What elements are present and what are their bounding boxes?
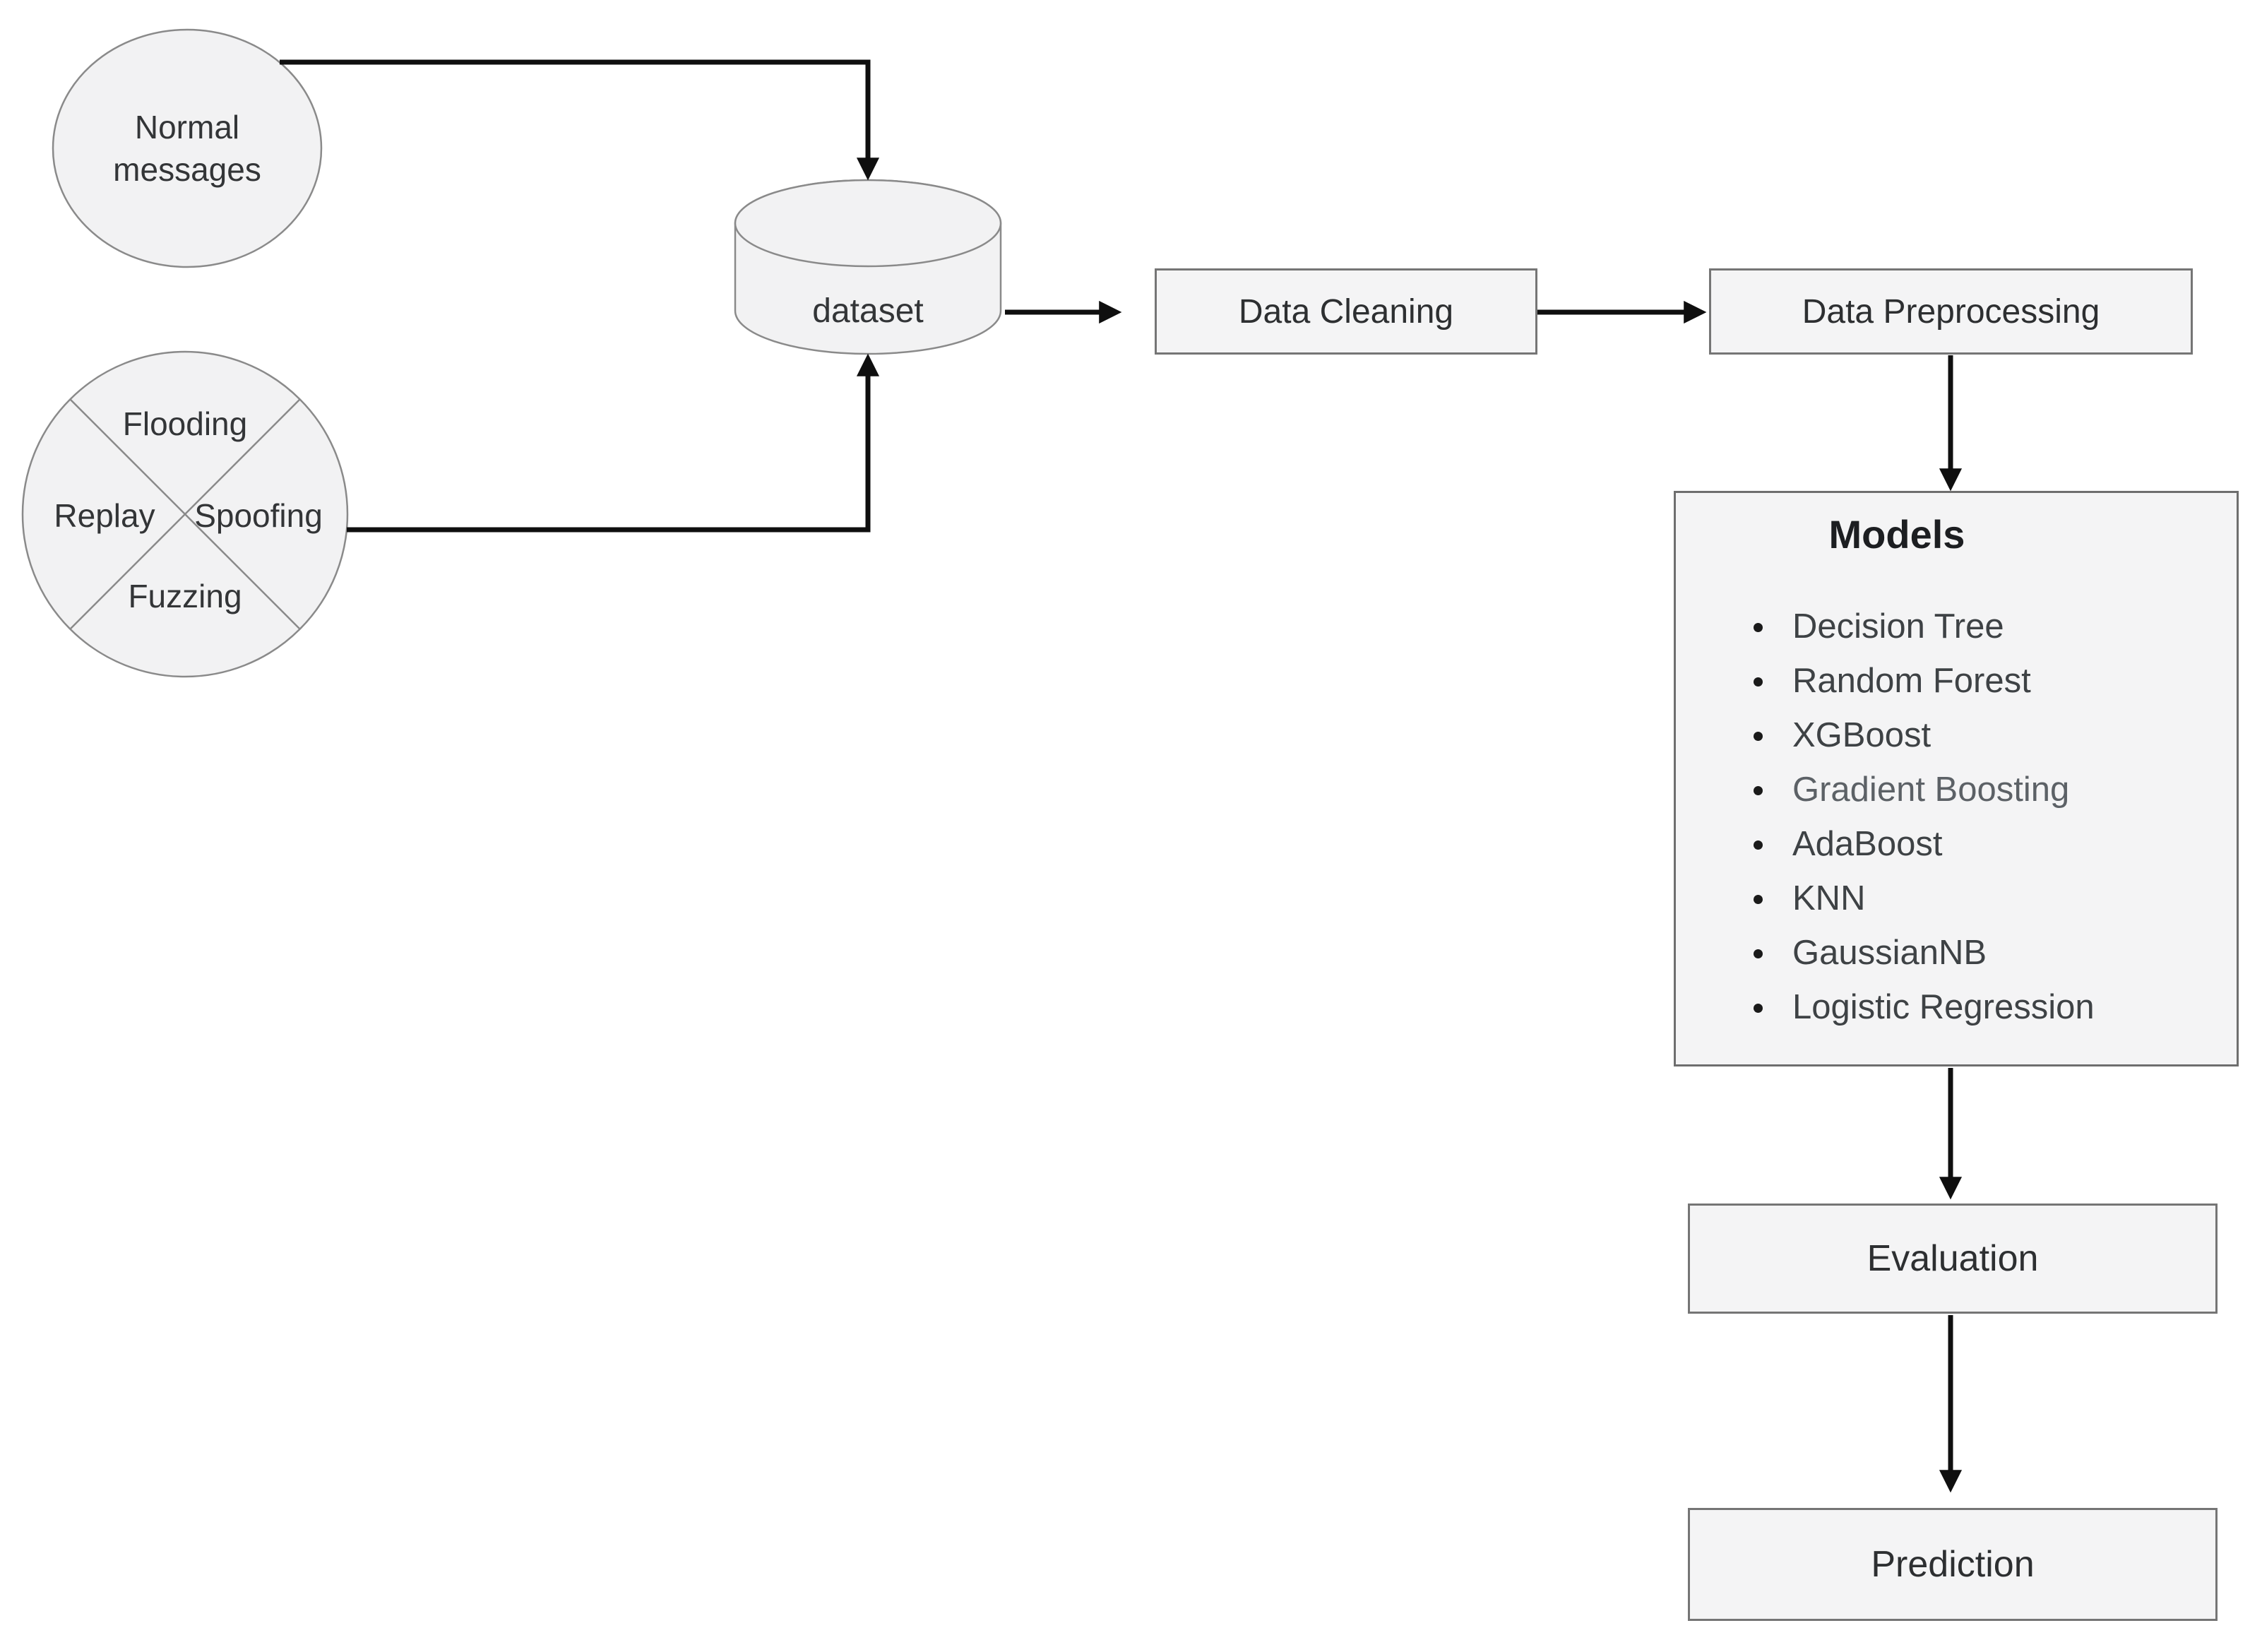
normal-messages-circle	[52, 28, 323, 268]
model-item-adaboost: AdaBoost	[1754, 817, 2237, 872]
dataset-cylinder-top	[734, 179, 1002, 268]
model-list: Decision Tree Random Forest XGBoost Grad…	[1676, 600, 2237, 1035]
attack-types-cross-line-2	[69, 398, 301, 630]
data-cleaning-box: Data Cleaning	[1155, 268, 1537, 355]
model-item-gradient-boosting: Gradient Boosting	[1754, 763, 2237, 817]
model-item-logistic-regression: Logistic Regression	[1754, 980, 2237, 1035]
evaluation-box: Evaluation	[1688, 1204, 2218, 1314]
models-title: Models	[1828, 512, 1965, 557]
model-item-knn: KNN	[1754, 872, 2237, 926]
model-item-gaussiannb: GaussianNB	[1754, 926, 2237, 980]
normal-messages-label-line1: Normal	[134, 109, 240, 145]
model-item-random-forest: Random Forest	[1754, 654, 2237, 708]
attack-label-replay: Replay	[54, 497, 155, 534]
normal-messages-label-line2: messages	[113, 151, 261, 188]
normal-messages-label: Normal messages	[113, 106, 261, 191]
models-box: Models Decision Tree Random Forest XGBoo…	[1674, 491, 2239, 1066]
attack-label-flooding: Flooding	[122, 405, 248, 442]
dataset-label: dataset	[812, 292, 924, 330]
arrow-normal-messages-to-dataset	[280, 59, 880, 181]
prediction-box: Prediction	[1688, 1508, 2218, 1621]
prediction-label: Prediction	[1871, 1544, 2035, 1585]
attack-label-fuzzing: Fuzzing	[128, 578, 242, 614]
model-item-xgboost: XGBoost	[1754, 708, 2237, 763]
attack-label-spoofing: Spoofing	[194, 497, 323, 534]
arrow-attack-types-to-dataset	[347, 353, 880, 533]
data-preprocessing-label: Data Preprocessing	[1802, 292, 2100, 331]
data-preprocessing-box: Data Preprocessing	[1709, 268, 2193, 355]
evaluation-label: Evaluation	[1867, 1238, 2039, 1279]
data-cleaning-label: Data Cleaning	[1238, 292, 1454, 331]
model-item-decision-tree: Decision Tree	[1754, 600, 2237, 654]
